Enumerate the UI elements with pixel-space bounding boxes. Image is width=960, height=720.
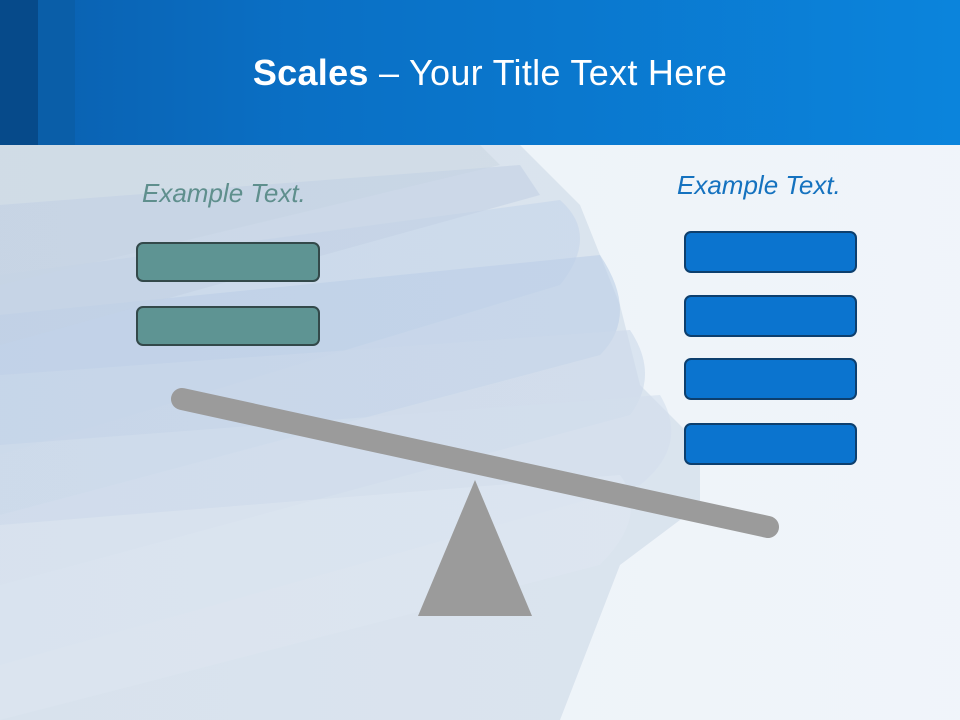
header-stripe-mid (38, 0, 75, 145)
slide-title[interactable]: Scales – Your Title Text Here (0, 52, 960, 94)
title-rest: – Your Title Text Here (368, 52, 728, 93)
right-box-4[interactable] (684, 423, 857, 465)
header-banner (0, 0, 960, 145)
header-stripe-dark (0, 0, 38, 145)
scale-fulcrum (418, 480, 532, 616)
left-box-1[interactable] (136, 242, 320, 282)
title-bold: Scales (252, 52, 369, 93)
right-example-text[interactable]: Example Text. (677, 170, 841, 200)
left-box-2[interactable] (136, 306, 320, 346)
left-example-text[interactable]: Example Text. (142, 178, 306, 208)
scale-beam (171, 388, 779, 538)
right-box-2[interactable] (684, 295, 857, 337)
right-box-3[interactable] (684, 358, 857, 400)
right-box-1[interactable] (684, 231, 857, 273)
